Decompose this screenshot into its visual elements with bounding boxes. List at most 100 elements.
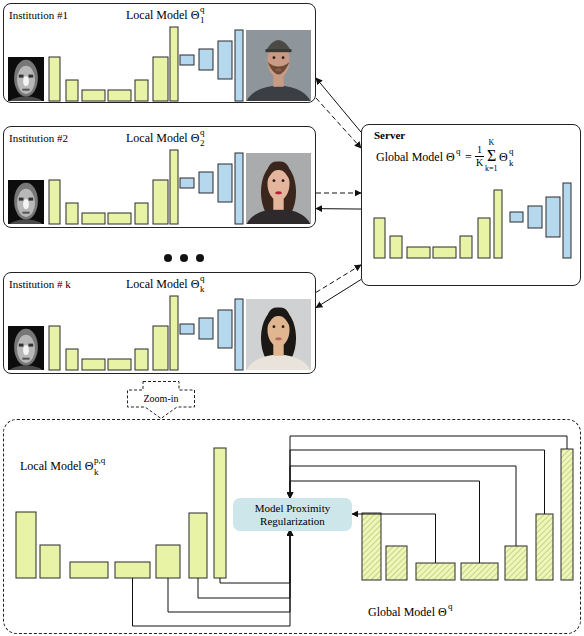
broadcast-arrow: [316, 280, 361, 308]
local-layer-bar: [214, 448, 226, 578]
node-label: Institution # k: [9, 279, 71, 290]
encoder-bar: [49, 57, 60, 101]
broadcast-arrow: [316, 78, 361, 132]
label-part: q: [456, 147, 461, 156]
node-label: Zoom-in: [127, 390, 195, 407]
encoder-bar: [49, 326, 60, 370]
label-part: k: [200, 285, 205, 294]
broadcast-arrow: [316, 208, 361, 209]
label-part: k: [94, 468, 99, 477]
decoder-bar: [235, 299, 243, 370]
institution-box: Institution #2 Local Model Θq 2: [3, 126, 316, 228]
encoder-bar: [153, 326, 168, 370]
ellipsis-dot: [164, 254, 172, 262]
label-part: Local Model Θ: [126, 132, 199, 144]
label-part: 2: [200, 139, 205, 148]
fraction-bar: [475, 156, 484, 157]
local-layer-bar: [156, 545, 180, 578]
ellipsis-dot: [180, 254, 188, 262]
global-layer-bar: [561, 449, 573, 580]
encoder-bar: [170, 296, 178, 370]
encoder-bar: [49, 180, 60, 224]
node-label: Local Model Θ: [20, 460, 93, 472]
encoder: [49, 150, 178, 224]
decoder-bar: [235, 153, 243, 224]
decoder-bar: [180, 178, 194, 188]
label-part: Global Model Θ: [368, 606, 447, 618]
decoder-bar: [510, 212, 523, 222]
decoder-bar: [199, 49, 213, 70]
encoder-bar: [66, 80, 78, 101]
proximity-wires: [133, 436, 568, 626]
encoder-bar: [433, 247, 456, 258]
decoder-bar: [235, 30, 243, 101]
regularization-box: Model Proximity Regularization: [233, 498, 352, 531]
institution-box: Institution #1 Local Model Θq 1: [3, 3, 316, 103]
label-part: K: [476, 158, 483, 168]
global-layer-bar: [386, 546, 407, 580]
label-part: Θ: [499, 151, 508, 163]
label-part: q: [200, 5, 205, 14]
encoder-bar: [135, 80, 148, 101]
decoder-bar: [218, 41, 232, 79]
label-part: Local Model Θ: [126, 9, 199, 21]
decoder-bar: [218, 310, 232, 348]
label-part: 1: [200, 16, 205, 25]
institution-box: Institution # kLocal Model Θqk: [3, 272, 316, 374]
face-photo: [246, 299, 311, 370]
encoder-bar: [478, 218, 490, 258]
label-part: K: [489, 139, 495, 147]
label-part: 1: [477, 145, 482, 155]
thermal-image: [8, 180, 44, 224]
label-part: q: [200, 128, 205, 137]
encoder-bar: [170, 150, 178, 224]
encoder-bar: [153, 57, 168, 101]
label-part: p,q: [94, 456, 105, 465]
decoder-bar: [180, 324, 194, 334]
decoder: [180, 153, 243, 224]
proximity-wire: [168, 530, 290, 612]
thermal-image: [8, 57, 44, 101]
server-box: ServerGlobal Model Θq=1KΣKk=1Θqk: [361, 124, 581, 286]
label-part: q: [200, 274, 205, 283]
decoder-bar: [199, 172, 213, 193]
decoder-bar: [199, 318, 213, 339]
proximity-wire: [220, 530, 290, 583]
node-label: Model Proximity Regularization: [233, 502, 352, 527]
encoder-bar: [66, 349, 78, 370]
node-label: Institution #2: [9, 133, 68, 144]
node-label: Institution #1: [9, 10, 68, 21]
label-part: k: [509, 159, 514, 168]
decoder-bar: [528, 206, 542, 228]
encoder-bar: [390, 236, 402, 258]
encoder: [374, 190, 502, 258]
label-part: q: [509, 147, 514, 156]
face-photo: [246, 153, 311, 224]
label-part: Σ: [487, 148, 496, 164]
global-layer-bar: [362, 513, 381, 580]
encoder: [49, 27, 178, 101]
encoder-bar: [108, 359, 131, 370]
encoder-bar: [170, 27, 178, 101]
local-layer-bar: [115, 562, 150, 578]
encoder-bar: [108, 90, 131, 101]
encoder-bar: [460, 236, 472, 258]
proximity-wire: [133, 530, 291, 626]
global-layer-bar: [536, 514, 553, 580]
label-part: =: [465, 151, 472, 163]
encoder-bar: [135, 349, 148, 370]
node-label: Server: [374, 130, 405, 141]
label-part: q: [448, 602, 453, 611]
encoder-bar: [82, 213, 105, 224]
local-layer-bar: [40, 545, 60, 578]
proximity-wire: [290, 436, 567, 498]
decoder-bar: [563, 183, 571, 258]
global-layer-bar: [416, 563, 455, 580]
encoder-bar: [407, 247, 430, 258]
local-layer-bar: [189, 513, 207, 578]
encoder-bar: [66, 203, 78, 224]
ellipsis-dots: [164, 254, 204, 262]
encoder-bar: [374, 218, 385, 258]
